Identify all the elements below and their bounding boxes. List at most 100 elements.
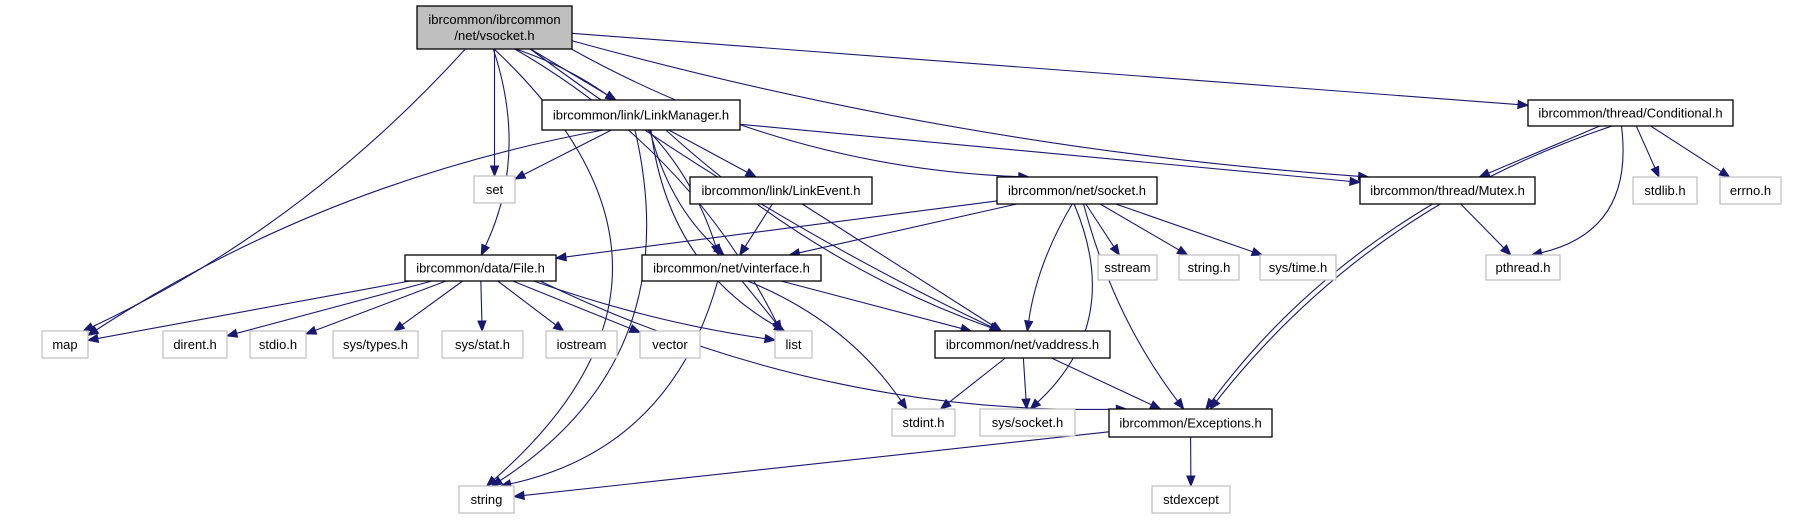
node-linkmanager[interactable]: ibrcommon/link/LinkManager.h [541,99,741,131]
arrowhead-socket-to-sstream [1109,243,1121,257]
node-box-linkmanager [541,99,741,131]
node-label-vsocket: ibrcommon/ibrcommon [428,12,560,27]
node-exceptions[interactable]: ibrcommon/Exceptions.h [1108,408,1273,438]
arrowhead-exceptions-to-string [512,490,525,501]
edge-linkmanager-to-list [650,129,777,327]
edge-socket-to-vaddress [1028,203,1073,322]
node-label-exceptions: ibrcommon/Exceptions.h [1119,416,1261,431]
node-systypes: sys/types.h [332,330,419,359]
edge-file-to-vector [512,280,631,330]
arrowhead-file-to-stdio [304,325,318,335]
node-box-set [473,175,516,204]
arrowhead-linkmanager-to-vinterface [712,244,725,256]
node-mutex[interactable]: ibrcommon/thread/Mutex.h [1359,176,1536,205]
node-box-conditional [1527,99,1734,127]
node-box-dirent [162,330,228,359]
arrowhead-mutex-to-pthread [1500,244,1512,256]
edge-socket-to-sstream [1085,203,1115,247]
arrowhead-linkmanager-to-mutex [1349,176,1362,187]
arrowhead-vsocket-to-file [480,243,491,257]
arrowhead-file-to-sysstat [477,320,487,333]
edge-mutex-to-exceptions [1211,203,1433,402]
node-vinterface[interactable]: ibrcommon/net/vinterface.h [641,254,822,282]
node-box-vsocket [416,5,573,50]
edge-vaddress-to-stdint [948,357,1006,404]
arrowhead-conditional-to-errno [1718,167,1731,178]
node-box-map [41,330,89,359]
node-string: string [458,485,515,514]
node-label-systime: sys/time.h [1269,260,1328,275]
edge-linkmanager-to-vinterface [649,129,717,249]
node-label-vaddress: ibrcommon/net/vaddress.h [946,337,1099,352]
arrowhead-vsocket-to-conditional [1517,99,1530,110]
edge-linkmanager-to-map [96,129,604,331]
arrowhead-linkevent-to-vaddress [989,321,1003,332]
edge-mutex-to-pthread [1460,203,1505,249]
node-stringh: string.h [1178,254,1240,281]
edge-linkmanager-to-string [499,129,648,481]
arrowhead-mutex-to-exceptions [1205,397,1217,411]
edge-vinterface-to-stdint [747,280,902,402]
arrowhead-vinterface-to-stdint [896,397,908,411]
node-label-vinterface: ibrcommon/net/vinterface.h [653,261,810,276]
node-box-syssocket [979,408,1076,437]
arrowhead-vsocket-to-linkmanager [604,90,618,101]
node-label-iostream: iostream [557,337,607,352]
node-box-socket [996,176,1158,205]
arrowhead-vinterface-to-list [772,319,784,333]
node-file[interactable]: ibrcommon/data/File.h [404,254,557,282]
node-box-sysstat [441,330,524,359]
node-box-string [458,485,515,514]
arrowhead-linkmanager-to-map [86,325,100,337]
node-box-stdlib [1632,176,1698,205]
edge-linkmanager-to-vaddress [665,129,991,329]
edge-file-to-dirent [236,280,433,334]
node-stdio: stdio.h [249,330,307,359]
edge-vsocket-to-socket [571,48,1019,178]
edge-vsocket-to-map [92,48,466,328]
node-pthread: pthread.h [1485,254,1561,281]
node-conditional[interactable]: ibrcommon/thread/Conditional.h [1527,99,1734,127]
edge-linkevent-to-vinterface [744,203,773,247]
node-box-iostream [545,330,618,359]
node-socket[interactable]: ibrcommon/net/socket.h [996,176,1158,205]
node-iostream: iostream [545,330,618,359]
edge-linkmanager-to-linkevent [668,129,748,173]
arrowhead-file-to-list [763,333,777,344]
node-box-exceptions [1108,408,1273,438]
node-sstream: sstream [1097,254,1158,281]
node-box-vector [639,330,701,359]
node-vsocket[interactable]: ibrcommon/ibrcommon/net/vsocket.h [416,5,573,50]
node-label-pthread: pthread.h [1496,260,1551,275]
edge-vaddress-to-exceptions [1051,357,1152,406]
node-label-linkmanager: ibrcommon/link/LinkManager.h [553,108,729,123]
edge-vsocket-to-conditional [571,32,1519,106]
node-box-vinterface [641,254,822,282]
edge-conditional-to-stdlib [1635,125,1656,169]
node-systime: sys/time.h [1259,254,1337,281]
node-box-file [404,254,557,282]
node-box-pthread [1485,254,1561,281]
node-box-linkevent [689,176,873,205]
node-label-stdexcept: stdexcept [1163,492,1219,507]
node-box-stdint [891,408,956,437]
arrowhead-file-to-dirent [225,328,239,338]
node-label-syssocket: sys/socket.h [992,415,1064,430]
node-box-systime [1259,254,1337,281]
edge-linkevent-to-vaddress [801,203,994,327]
edge-file-to-systypes [401,280,463,326]
node-label-errno: errno.h [1730,183,1771,198]
node-box-mutex [1359,176,1536,205]
node-linkevent[interactable]: ibrcommon/link/LinkEvent.h [689,176,873,205]
node-vaddress[interactable]: ibrcommon/net/vaddress.h [934,330,1111,359]
edge-linkmanager-to-set [523,129,612,176]
arrowhead-socket-to-file [554,252,568,262]
node-label-stdio: stdio.h [259,337,297,352]
edge-exceptions-to-string [523,431,1110,496]
arrowhead-file-to-map [86,333,100,344]
node-box-vaddress [934,330,1111,359]
node-label-vsocket: /net/vsocket.h [454,28,534,43]
edge-file-to-sysstat [480,280,483,322]
edge-conditional-to-pthread [1541,125,1624,254]
node-dirent: dirent.h [162,330,228,359]
